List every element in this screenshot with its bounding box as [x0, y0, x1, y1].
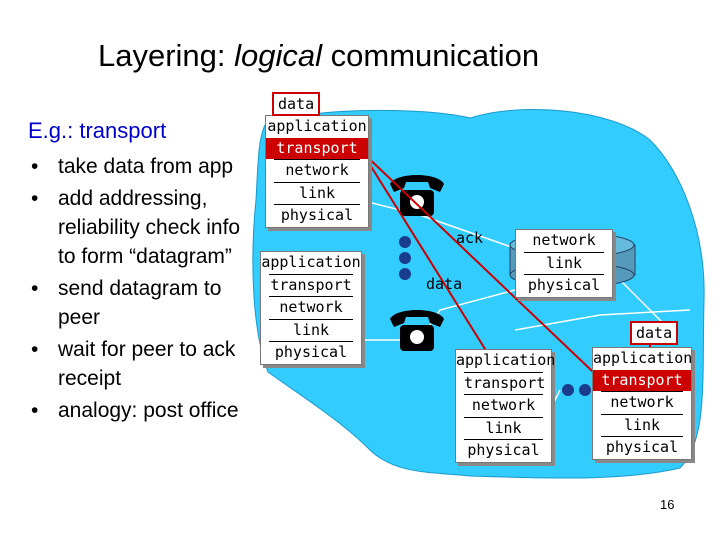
layer-link: link — [601, 413, 683, 437]
data-label-mid: data — [426, 275, 463, 293]
bullet-icon: • — [31, 277, 39, 300]
title-prefix: Layering: — [98, 38, 235, 73]
layer-transport: transport — [593, 369, 691, 391]
telephone-icon — [390, 310, 444, 351]
arrow-line — [366, 159, 496, 366]
dot-icon — [399, 268, 411, 280]
layer-transport: transport — [266, 137, 368, 159]
bullet-text: analogy: post office — [58, 399, 239, 422]
bullet-icon: • — [31, 338, 39, 361]
slide-title: Layering: logical communication — [98, 38, 539, 74]
slide-subtitle: E.g.: transport — [28, 118, 167, 143]
title-suffix: communication — [322, 38, 540, 73]
layer-physical: physical — [464, 439, 543, 462]
bullet-item: • take data from app — [28, 152, 243, 181]
layer-network: network — [274, 159, 360, 182]
protocol-stack-bottom-right: application transport network link physi… — [592, 347, 692, 460]
dot-icon — [579, 384, 591, 396]
page-number: 16 — [660, 497, 675, 512]
bullet-icon: • — [31, 187, 39, 210]
dot-icon — [399, 236, 411, 248]
bullet-item: • add addressing, reliability check info … — [28, 184, 243, 271]
layer-transport: transport — [464, 371, 545, 395]
bullet-item: • analogy: post office — [28, 396, 243, 425]
dot-icon — [399, 252, 411, 264]
layer-physical: physical — [524, 274, 604, 297]
title-italic-word: logical — [234, 38, 323, 73]
layer-network: network — [464, 394, 543, 417]
bullet-list: • take data from app • add addressing, rel… — [28, 152, 243, 428]
protocol-stack-mid-left: application transport network link physi… — [260, 251, 362, 365]
bullet-icon: • — [31, 399, 39, 422]
bullet-text: wait for peer to ack receipt — [58, 338, 236, 390]
ack-label: ack — [456, 229, 484, 247]
layer-link: link — [524, 251, 604, 275]
bullet-text: send datagram to peer — [58, 277, 222, 329]
protocol-stack-router: network link physical — [515, 229, 613, 298]
arrow-line — [359, 149, 613, 391]
layer-network: network — [601, 391, 683, 414]
layer-link: link — [274, 181, 360, 205]
layer-network: network — [532, 231, 596, 249]
protocol-stack-bottom-center: application transport network link physi… — [455, 349, 556, 463]
layer-physical: physical — [274, 204, 360, 227]
layer-physical: physical — [601, 436, 683, 459]
layer-physical: physical — [269, 341, 353, 364]
layer-transport: transport — [269, 273, 353, 297]
data-label-top: data — [272, 92, 321, 116]
bullet-text: add addressing, reliability check info t… — [58, 187, 241, 268]
layer-network: network — [269, 296, 353, 319]
bullet-text: take data from app — [58, 155, 234, 178]
layer-application: application — [267, 117, 367, 135]
bullet-item: • wait for peer to ack receipt — [28, 335, 243, 393]
layer-link: link — [464, 416, 543, 440]
layer-application: application — [261, 253, 361, 271]
layer-link: link — [269, 318, 353, 342]
bullet-item: • send datagram to peer — [28, 274, 243, 332]
layer-application: application — [456, 351, 556, 369]
layer-application: application — [593, 349, 693, 367]
data-label-right: data — [630, 321, 679, 345]
protocol-stack-top-left: application transport network link physi… — [265, 115, 369, 228]
bullet-icon: • — [31, 155, 39, 178]
dot-icon — [562, 384, 574, 396]
host-dots — [399, 236, 591, 396]
